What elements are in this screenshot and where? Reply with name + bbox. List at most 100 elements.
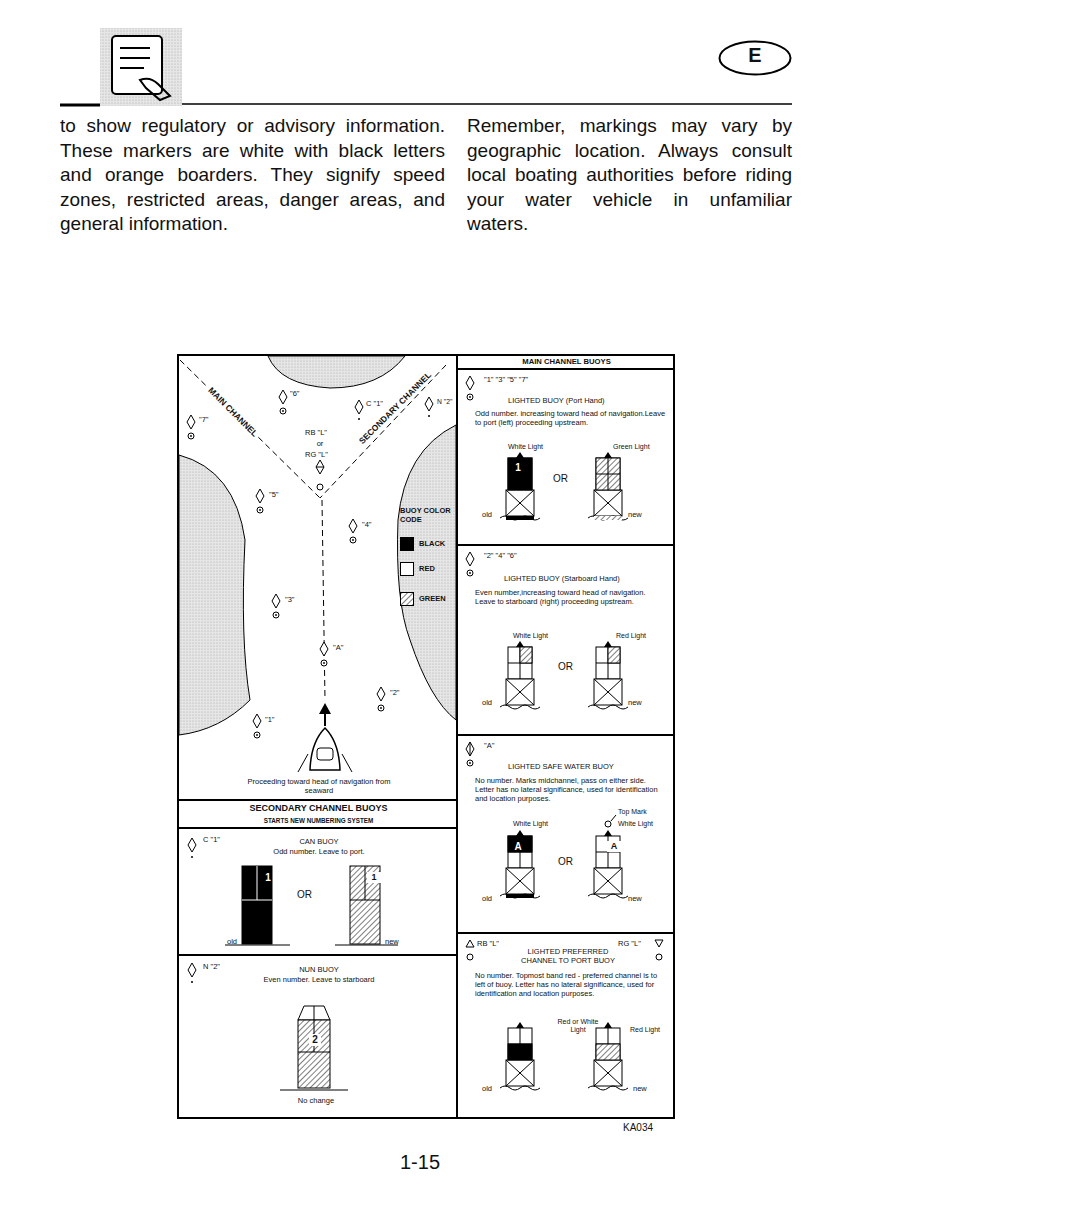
map-caption: Proceeding toward head of navigation fro… (239, 777, 399, 795)
boat-wake (298, 754, 352, 772)
buoy-marker (256, 489, 264, 513)
panel-note: No number. Topmost band red - preferred … (475, 971, 667, 998)
light-mark (608, 647, 620, 663)
boat-hull (310, 728, 340, 770)
buoy-marker (355, 400, 363, 420)
buoy-panel: RB "L" RG "L"LIGHTED PREFERRED CHANNEL TO… (457, 933, 674, 1118)
hatch-sample (401, 593, 413, 605)
black-band (506, 894, 534, 898)
buoy-label: C "1" (203, 835, 233, 844)
language-badge: E (718, 40, 792, 76)
panel-title: LIGHTED BUOY (Port Hand) (508, 396, 658, 405)
black-band (506, 516, 534, 520)
buoy-drawing (588, 452, 628, 520)
buoy-label: OR (553, 473, 577, 485)
buoy-drawing (588, 830, 628, 898)
buoy-marker (466, 940, 474, 947)
nun-buoy (280, 1006, 348, 1090)
header-icon (100, 28, 182, 106)
buoy-label: A (511, 841, 525, 853)
map-land (179, 356, 456, 735)
legend-label: GREEN (419, 594, 446, 603)
land (179, 455, 250, 735)
green-band (596, 1044, 620, 1060)
buoy-marker (470, 742, 471, 756)
buoy-panel: "2" "4" "6"LIGHTED BUOY (Starboard Hand)… (457, 545, 674, 735)
buoy-label: RB "L" (305, 428, 335, 437)
buoy-label: RG "L" (618, 939, 650, 948)
buoy-marker (188, 838, 196, 858)
panel-note: No number. Marks midchannel, pass on eit… (475, 776, 667, 803)
water-line (280, 1090, 348, 1091)
buoy-label: new (633, 1084, 653, 1093)
buoy-label: "2" (390, 688, 410, 697)
panel-markers (188, 376, 663, 983)
panel-note: Odd number. Leave to port. (239, 847, 399, 856)
buoy-panel: C "1"CAN BUOYOdd number. Leave to port.1… (178, 828, 457, 955)
buoy-label: 1 (511, 462, 525, 474)
buoy-label: Red or White Light (554, 1018, 602, 1035)
black-band (508, 1044, 532, 1060)
can-buoy-new (350, 866, 380, 944)
port-buoys (500, 452, 628, 520)
buoy-label: White Light (618, 820, 670, 828)
buoy-label: "A" (333, 643, 353, 652)
boat-seat (317, 748, 333, 760)
green-band (596, 458, 620, 490)
header-rule (182, 103, 792, 105)
buoy-label: No change (276, 1096, 356, 1105)
legend-label: RED (419, 564, 435, 573)
green-band (596, 458, 620, 490)
buoy-label: old (482, 698, 502, 707)
buoy-label: new (628, 510, 648, 519)
nun-body (298, 1006, 330, 1052)
buoy-label: OR (558, 856, 582, 868)
buoy-label: RG "L" (305, 450, 335, 459)
channel-lines (180, 360, 446, 700)
icon-ground (100, 28, 182, 106)
green-band (594, 516, 622, 520)
buoy-label: Green Light (613, 443, 663, 451)
buoy-label: MAIN CHANNEL (205, 384, 261, 440)
buoy-label: new (628, 894, 648, 903)
language-letter: E (718, 44, 792, 68)
panel-title: CAN BUOY (259, 837, 379, 846)
manual-icon (112, 36, 162, 94)
buoy-drawing (500, 452, 540, 520)
buoy-marker (466, 552, 474, 576)
buoy-label: old (482, 510, 502, 519)
buoy-marker (253, 714, 261, 738)
buoy-marker (466, 742, 474, 766)
panel-note: Even number. Leave to starboard (219, 975, 419, 984)
light-mark (520, 647, 532, 663)
buoy-label: 2 (309, 1034, 321, 1046)
heading-arrow (324, 712, 326, 726)
figure-code: KA034 (606, 1122, 670, 1134)
buoy-label: "2" "4" "6" (484, 551, 544, 560)
preferred-buoys (500, 1022, 628, 1090)
panel-title: LIGHTED SAFE WATER BUOY (508, 762, 668, 771)
buoy-label: "5" (269, 490, 289, 499)
buoy-label: RB "L" (477, 939, 509, 948)
map-markers (187, 390, 433, 738)
buoy-marker (272, 594, 280, 618)
top-mark (605, 821, 611, 827)
buoy-label: N "2" (203, 962, 233, 971)
panel-title: LIGHTED PREFERRED CHANNEL TO PORT BUOY (513, 947, 623, 965)
buoy-label: SECONDARY CHANNEL (355, 368, 434, 447)
buoy-label: new (628, 698, 648, 707)
buoy-label: or (305, 439, 335, 448)
buoy-label: Red Light (616, 632, 666, 640)
buoy-marker (188, 963, 196, 983)
panel-title: NUN BUOY (259, 965, 379, 974)
buoy-marker (320, 642, 328, 666)
can-buoy-new (350, 866, 380, 900)
land (268, 356, 405, 388)
buoy-label: old (482, 894, 502, 903)
legend-swatch (400, 537, 414, 551)
buoy-marker (349, 519, 357, 543)
buoy-drawing (588, 641, 628, 709)
buoy-label: Red Light (630, 1026, 670, 1034)
land (398, 425, 457, 720)
